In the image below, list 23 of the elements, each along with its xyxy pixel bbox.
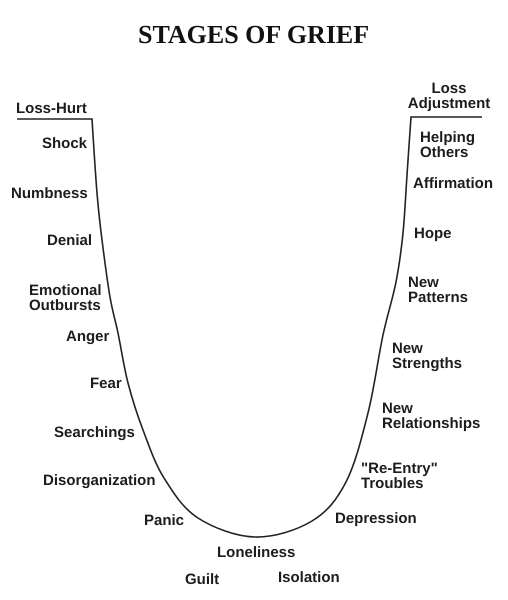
stage-label: Loss-Hurt	[16, 100, 87, 116]
stage-label: Hope	[414, 226, 452, 240]
stage-label: Depression	[335, 510, 417, 526]
stage-label: Loss Adjustment	[407, 80, 491, 110]
stage-label: Searchings	[54, 424, 135, 440]
stage-label: Anger	[66, 328, 110, 344]
stage-label: Guilt	[185, 572, 220, 586]
stage-label: Loneliness	[217, 544, 296, 560]
stage-label: Denial	[47, 232, 92, 248]
stage-label: "Re-Entry" Troubles	[361, 460, 439, 490]
stage-label: Panic	[144, 512, 184, 528]
stage-label: New Strengths	[392, 340, 464, 370]
stage-label: New Patterns	[408, 274, 470, 304]
stage-label: Disorganization	[43, 472, 156, 488]
title: STAGES OF GRIEF	[138, 20, 370, 50]
stage-label: Numbness	[11, 186, 88, 200]
stage-label: New Relationships	[382, 400, 482, 430]
stage-label: Helping Others	[420, 130, 476, 160]
stage-label: Emotional Outbursts	[29, 282, 103, 312]
stage-label: Fear	[90, 376, 122, 390]
stage-label: Shock	[42, 136, 88, 150]
stage-label: Affirmation	[413, 176, 493, 190]
stage-label: Isolation	[278, 570, 340, 584]
